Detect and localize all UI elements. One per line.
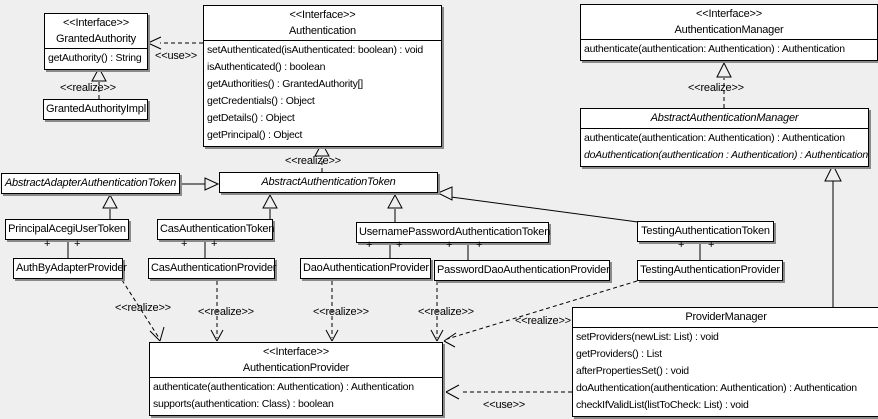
generalization-edge-cas-token bbox=[262, 193, 278, 219]
realize-edge-passworddaoauthenticationprovider bbox=[430, 281, 444, 342]
class-abstract-authentication-manager[interactable]: AbstractAuthenticationManager authentica… bbox=[580, 108, 869, 167]
realize-edge-abstractauthenticationtoken bbox=[314, 141, 330, 172]
class-name: GrantedAuthority bbox=[56, 33, 136, 45]
class-authentication[interactable]: <<Interface>> Authentication setAuthenti… bbox=[203, 5, 442, 147]
use-edge-providermanager bbox=[445, 384, 572, 400]
class-name: ProviderManager bbox=[685, 311, 767, 323]
method: getAuthority() : String bbox=[48, 52, 142, 64]
class-name: AuthenticationProvider bbox=[242, 362, 350, 374]
stereotype-label: <<Interface>> bbox=[63, 17, 129, 29]
generalization-edge-testing-token bbox=[436, 186, 639, 223]
realize-edge-authbyadapterprovider bbox=[121, 279, 165, 342]
class-name: AbstractAuthenticationManager bbox=[650, 112, 799, 124]
method-abstract: doAuthentication(authentication : Authen… bbox=[584, 149, 868, 161]
class-granted-authority-impl[interactable]: GrantedAuthorityImpl bbox=[43, 99, 148, 120]
association-edges-token-provider bbox=[67, 240, 701, 260]
class-name: GrantedAuthorityImpl bbox=[46, 103, 146, 115]
realize-edge-abstractauthenticationmanager bbox=[716, 61, 732, 108]
use-label-provider-manager: <<use>> bbox=[483, 399, 526, 411]
realize-label-authentication-manager: <<realize>> bbox=[688, 82, 744, 94]
realize-label-testing-provider: <<realize>> bbox=[515, 315, 571, 327]
realize-label-cas-provider: <<realize>> bbox=[198, 306, 254, 318]
use-edge-authentication-grantedauthority bbox=[147, 36, 203, 50]
association-plus: + bbox=[74, 238, 81, 250]
class-principal-acegi-user-token[interactable]: PrincipalAcegiUserToken bbox=[5, 219, 129, 240]
association-plus: + bbox=[476, 239, 483, 251]
realize-label-abstract-token: <<realize>> bbox=[285, 155, 341, 167]
class-name: PrincipalAcegiUserToken bbox=[8, 223, 126, 235]
method: getAuthorities() : GrantedAuthority[] bbox=[207, 78, 363, 90]
realize-label-dao-provider: <<realize>> bbox=[313, 306, 369, 318]
generalization-edge-providermanager bbox=[824, 163, 842, 307]
class-username-password-authentication-token[interactable]: UsernamePasswordAuthenticationToken bbox=[356, 222, 551, 243]
class-name: AbstractAdapterAuthenticationToken bbox=[4, 177, 177, 189]
class-name: UsernamePasswordAuthenticationToken bbox=[359, 226, 551, 238]
method: getPrincipal() : Object bbox=[207, 129, 303, 141]
method: setAuthenticated(isAuthenticated: boolea… bbox=[207, 44, 423, 56]
class-name: TestingAuthenticationToken bbox=[641, 225, 770, 237]
generalization-edge-usernamepassword-token bbox=[387, 193, 403, 222]
class-name: CasAuthenticationProvider bbox=[151, 262, 277, 274]
stereotype-label: <<Interface>> bbox=[696, 8, 762, 20]
class-auth-by-adapter-provider[interactable]: AuthByAdapterProvider bbox=[13, 258, 127, 279]
method: checkIfValidList(listToCheck: List) : vo… bbox=[576, 399, 749, 411]
association-plus: + bbox=[446, 239, 453, 251]
realize-edge-casauthenticationprovider bbox=[210, 281, 224, 342]
class-abstract-authentication-token[interactable]: AbstractAuthenticationToken bbox=[219, 172, 438, 193]
method: afterPropertiesSet() : void bbox=[576, 365, 689, 377]
class-authentication-provider[interactable]: <<Interface>> AuthenticationProvider aut… bbox=[149, 342, 443, 416]
realize-edge-testingauthenticationprovider bbox=[443, 280, 638, 348]
class-granted-authority[interactable]: <<Interface>> GrantedAuthority getAuthor… bbox=[44, 13, 148, 70]
method: authenticate(authentication: Authenticat… bbox=[584, 132, 845, 144]
class-name: AbstractAuthenticationToken bbox=[261, 176, 396, 188]
association-plus: + bbox=[366, 239, 373, 251]
class-password-dao-authentication-provider[interactable]: PasswordDaoAuthenticationProvider bbox=[434, 260, 610, 281]
realize-label-password-dao-provider: <<realize>> bbox=[418, 306, 474, 318]
class-cas-authentication-token[interactable]: CasAuthenticationToken bbox=[157, 219, 275, 240]
stereotype-label: <<Interface>> bbox=[263, 346, 329, 358]
method: authenticate(authentication: Authenticat… bbox=[153, 381, 414, 393]
association-plus: + bbox=[396, 239, 403, 251]
class-provider-manager[interactable]: ProviderManager setProviders(newList: Li… bbox=[572, 307, 878, 417]
method: isAuthenticated() : boolean bbox=[207, 61, 326, 73]
class-name: AuthByAdapterProvider bbox=[16, 262, 127, 274]
method: getCredentials() : Object bbox=[207, 95, 315, 107]
method: doAuthentication(authentication: Authent… bbox=[576, 382, 857, 394]
method: getDetails() : Object bbox=[207, 112, 295, 124]
method: getProviders() : List bbox=[576, 348, 662, 360]
association-plus: + bbox=[181, 238, 188, 250]
stereotype-label: <<Interface>> bbox=[289, 9, 356, 21]
realize-label-granted-authority: <<realize>> bbox=[60, 82, 116, 94]
method: authenticate(authentication: Authenticat… bbox=[584, 43, 845, 55]
association-plus: + bbox=[44, 238, 51, 250]
class-testing-authentication-provider[interactable]: TestingAuthenticationProvider bbox=[637, 260, 783, 281]
realize-edge-grantedauthorityimpl bbox=[91, 66, 107, 99]
class-abstract-adapter-authentication-token[interactable]: AbstractAdapterAuthenticationToken bbox=[1, 173, 180, 194]
class-dao-authentication-provider[interactable]: DaoAuthenticationProvider bbox=[300, 258, 431, 279]
class-testing-authentication-token[interactable]: TestingAuthenticationToken bbox=[637, 221, 774, 242]
class-authentication-manager[interactable]: <<Interface>> AuthenticationManager auth… bbox=[580, 4, 878, 61]
association-plus: + bbox=[708, 239, 715, 251]
class-name: CasAuthenticationToken bbox=[160, 223, 275, 235]
method: supports(authentication: Class) : boolea… bbox=[153, 398, 334, 410]
generalization-edge-adapter-token bbox=[179, 177, 220, 191]
class-name: DaoAuthenticationProvider bbox=[303, 262, 429, 274]
class-cas-authentication-provider[interactable]: CasAuthenticationProvider bbox=[148, 258, 277, 279]
realize-edge-daoauthenticationprovider bbox=[325, 281, 339, 342]
association-plus: + bbox=[211, 238, 218, 250]
method: setProviders(newList: List) : void bbox=[576, 331, 719, 343]
class-name: PasswordDaoAuthenticationProvider bbox=[437, 264, 610, 276]
association-plus: + bbox=[678, 239, 685, 251]
generalization-edge-principal-token bbox=[102, 193, 118, 219]
class-name: TestingAuthenticationProvider bbox=[640, 264, 780, 276]
use-label-authentication: <<use>> bbox=[155, 50, 198, 62]
realize-label-auth-by-adapter: <<realize>> bbox=[115, 302, 171, 314]
class-name: AuthenticationManager bbox=[674, 24, 784, 36]
class-name: Authentication bbox=[289, 25, 356, 37]
